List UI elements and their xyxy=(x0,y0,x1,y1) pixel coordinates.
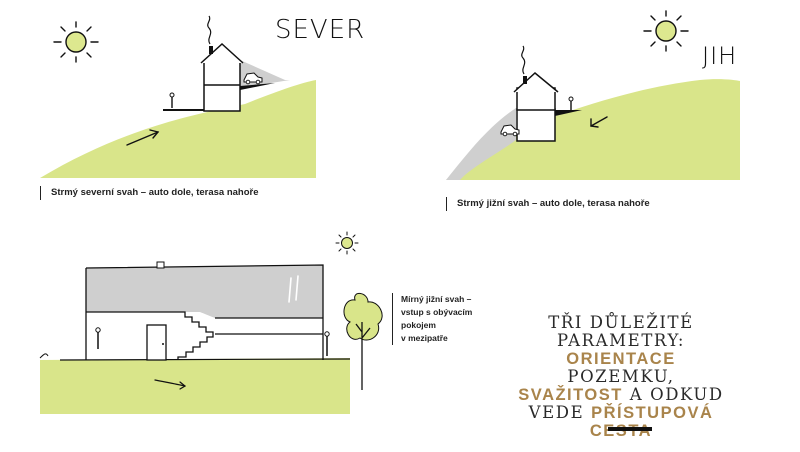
headline-highlight: ORIENTACE xyxy=(566,350,676,368)
sun-icon xyxy=(643,10,689,52)
gentle-caption-line: vstup s obývacím xyxy=(401,307,473,317)
chimney-smoke-icon xyxy=(207,15,212,45)
hill xyxy=(446,79,740,180)
south-caption: Strmý jižní svah – auto dole, terasa nah… xyxy=(446,197,650,211)
person-icon xyxy=(568,96,574,110)
person-icon xyxy=(169,92,175,108)
north-caption: Strmý severní svah – auto dole, terasa n… xyxy=(40,186,259,200)
hill xyxy=(40,358,350,414)
headline-highlight: CESTA xyxy=(589,422,653,440)
arrow-icon xyxy=(590,116,608,128)
headline-line: VEDE PŘÍSTUPOVÁ xyxy=(510,403,732,423)
arrow-icon xyxy=(126,129,160,146)
headline-line: PARAMETRY: xyxy=(556,331,686,350)
headline-highlight: SVAŽITOST xyxy=(518,386,623,404)
arrow-icon xyxy=(154,379,187,390)
headline: TŘI DŮLEŽITÉ PARAMETRY: ORIENTACE POZEMK… xyxy=(510,313,732,441)
headline-line: SVAŽITOST A ODKUD xyxy=(510,385,732,405)
gentle-slope-section xyxy=(39,231,383,414)
south-label: JIH xyxy=(702,42,738,70)
house-icon xyxy=(513,72,559,142)
headline-text: A ODKUD xyxy=(622,385,724,404)
chimney-smoke-icon xyxy=(521,45,526,75)
sun-icon xyxy=(335,231,359,255)
hill xyxy=(40,80,316,178)
car-icon xyxy=(243,72,263,85)
house-icon xyxy=(85,264,324,361)
headline-line: ORIENTACE POZEMKU, xyxy=(510,350,732,386)
headline-highlight: PŘÍSTUPOVÁ xyxy=(591,404,714,422)
headline-line: TŘI DŮLEŽITÉ xyxy=(548,313,694,332)
headline-text: VEDE xyxy=(528,403,592,422)
sun-icon xyxy=(53,21,99,63)
north-label: SEVER xyxy=(275,15,366,45)
car-icon xyxy=(500,124,520,137)
headline-line: CESTA xyxy=(510,422,732,440)
gentle-caption: Mírný jižní svah – vstup s obývacím poko… xyxy=(392,293,501,345)
north-slope-illustration xyxy=(40,15,316,178)
person-icon xyxy=(324,331,330,356)
tree-icon xyxy=(343,293,383,390)
gentle-caption-line: v mezipatře xyxy=(401,333,448,343)
house-icon xyxy=(200,42,244,112)
headline-underline xyxy=(608,427,652,431)
gentle-caption-line: pokojem xyxy=(401,320,436,330)
headline-text: POZEMKU, xyxy=(567,367,675,386)
gentle-caption-line: Mírný jižní svah – xyxy=(401,294,472,304)
person-icon xyxy=(95,327,101,349)
south-slope-illustration xyxy=(446,10,740,180)
